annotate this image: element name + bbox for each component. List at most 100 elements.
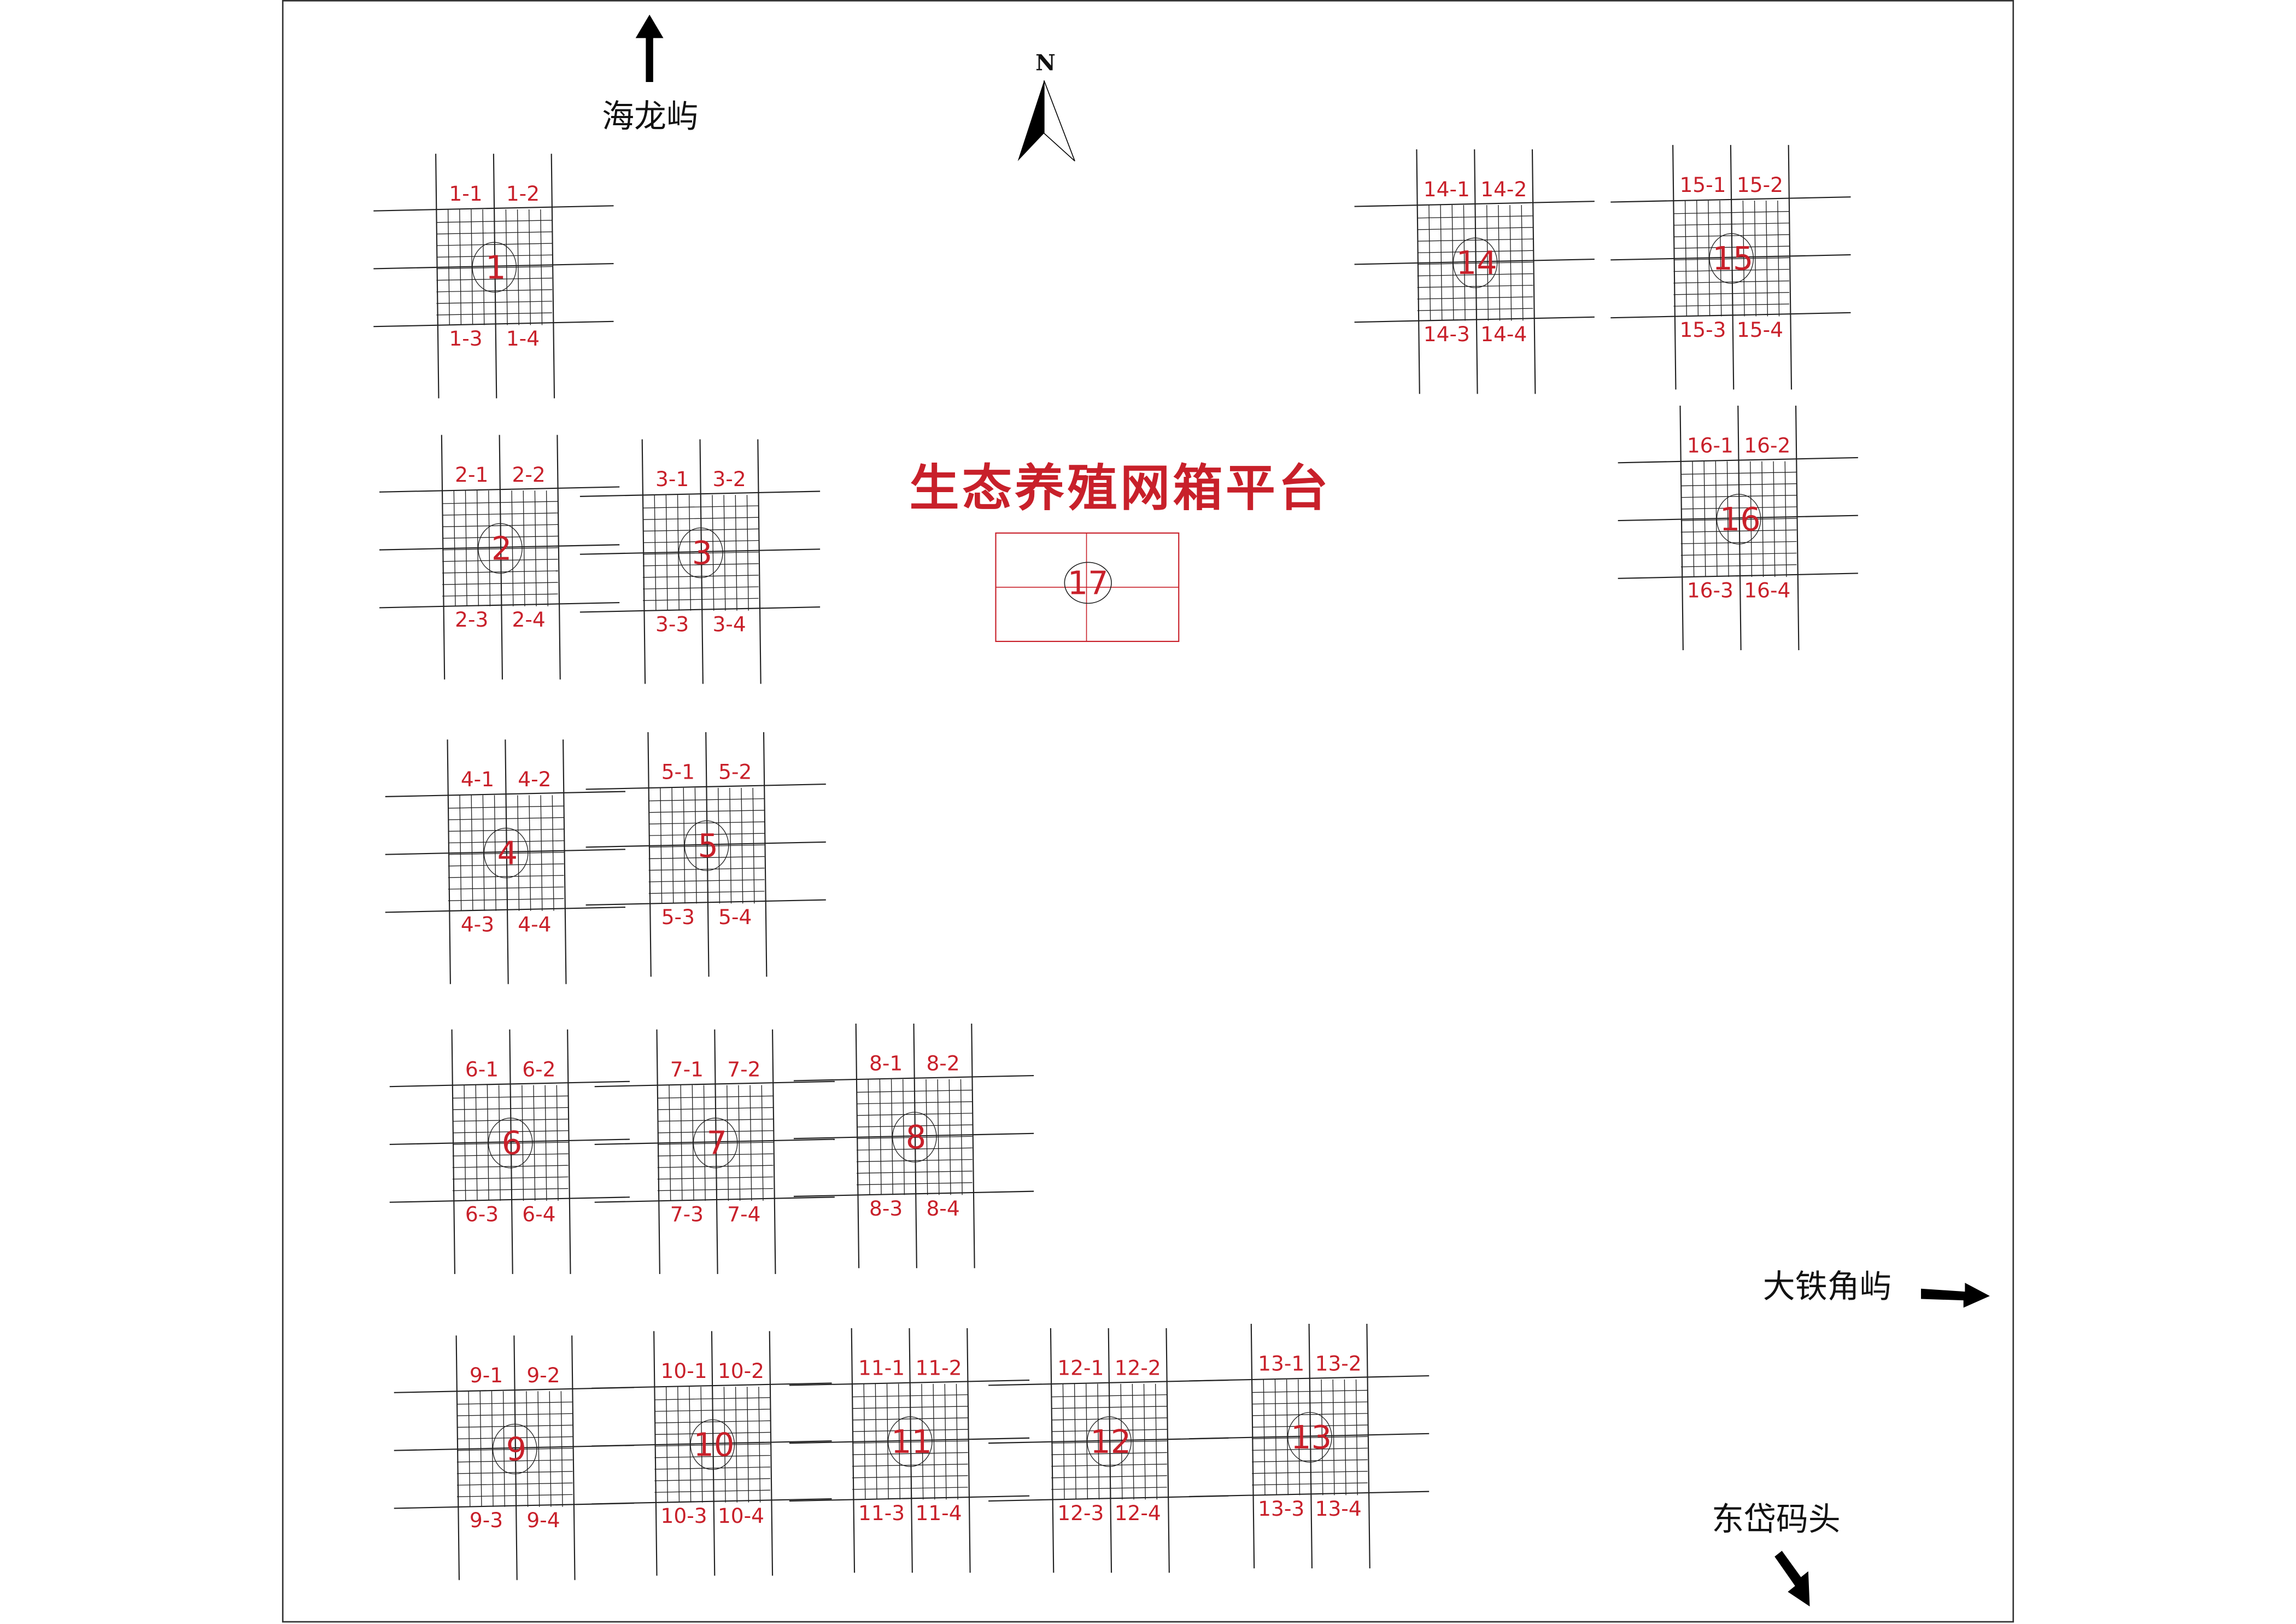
section-label: 14-4 [1480, 322, 1527, 346]
cage-center-circle [492, 1423, 537, 1475]
section-label: 5-1 [661, 760, 695, 784]
cage-11: 11 11-1 11-2 11-3 11-4 [789, 1328, 1030, 1573]
section-label: 4-4 [518, 912, 551, 936]
section-label: 15-4 [1737, 318, 1783, 342]
mooring-lines [793, 1023, 1034, 1269]
north-label: N [1035, 50, 1056, 76]
section-label: 15-3 [1679, 318, 1726, 342]
cage-number: 9 [506, 1430, 526, 1468]
arrow-up-icon [635, 14, 664, 82]
cage-number: 8 [906, 1118, 926, 1156]
section-label: 15-2 [1737, 173, 1783, 197]
cage-center-circle [690, 1419, 735, 1470]
section-label: 2-3 [455, 607, 488, 632]
section-label: 6-4 [522, 1202, 555, 1226]
section-label: 16-2 [1744, 434, 1790, 458]
section-label: 12-1 [1057, 1356, 1104, 1380]
cage-center-circle [693, 1118, 738, 1169]
cage-center-circle [887, 1416, 933, 1467]
place-top: 海龙屿 [602, 14, 699, 135]
section-label: 4-1 [461, 767, 494, 791]
section-label: 13-1 [1258, 1352, 1304, 1376]
section-label: 9-2 [526, 1363, 560, 1387]
section-label: 9-1 [470, 1363, 503, 1387]
section-label: 13-2 [1315, 1352, 1362, 1376]
section-label: 13-4 [1315, 1497, 1362, 1521]
section-label: 2-4 [512, 607, 546, 632]
mooring-lines [1610, 145, 1851, 390]
section-label: 14-2 [1480, 177, 1527, 201]
section-label: 11-4 [915, 1501, 962, 1525]
cage-center-circle [1452, 237, 1498, 288]
section-label: 5-3 [661, 905, 695, 929]
section-label: 13-3 [1258, 1497, 1304, 1521]
mooring-lines [379, 435, 620, 680]
section-label: 11-3 [858, 1501, 905, 1525]
section-label: 5-4 [718, 905, 752, 929]
section-label: 16-1 [1687, 434, 1733, 458]
drawing-border [282, 0, 2014, 1623]
section-label: 14-3 [1424, 322, 1470, 346]
section-label: 16-3 [1687, 579, 1733, 603]
page-title: 生态养殖网箱平台 [909, 459, 1331, 517]
section-label: 3-2 [712, 467, 746, 491]
mooring-lines [585, 732, 826, 977]
section-label: 12-3 [1057, 1501, 1104, 1525]
section-label: 8-1 [869, 1051, 903, 1076]
cage-center-circle [483, 827, 529, 879]
north-arrow: N [1017, 50, 1075, 162]
mooring-lines [1618, 405, 1858, 651]
cage-number: 12 [1090, 1423, 1131, 1461]
section-label: 7-1 [670, 1057, 704, 1081]
section-label: 16-4 [1744, 579, 1790, 603]
section-label: 6-3 [465, 1202, 499, 1226]
section-label: 10-1 [661, 1359, 707, 1383]
section-label: 1-3 [449, 326, 482, 350]
section-label: 8-4 [926, 1196, 959, 1220]
section-label: 1-2 [506, 182, 540, 206]
cage-number: 11 [891, 1423, 932, 1461]
cage-center-circle [478, 523, 523, 574]
mooring-lines [1354, 149, 1595, 394]
section-label: 8-3 [869, 1196, 903, 1220]
place-label-right: 大铁角屿 [1763, 1267, 1892, 1305]
cage-number: 5 [698, 827, 718, 864]
section-label: 7-4 [727, 1202, 760, 1226]
north-arrow-light-half-icon [1044, 80, 1075, 162]
section-label: 10-2 [718, 1359, 764, 1383]
section-label: 5-2 [718, 760, 752, 784]
section-label: 11-2 [915, 1356, 962, 1380]
cage-number: 1 [485, 248, 506, 286]
cage-center-circle [1709, 233, 1754, 284]
cage-center-circle [488, 1118, 533, 1169]
north-arrow-dark-half-icon [1017, 80, 1044, 161]
cage-center-circle [678, 527, 723, 579]
cage-number: 16 [1720, 500, 1761, 538]
mooring-lines [373, 154, 614, 399]
section-label: 10-4 [718, 1504, 764, 1528]
section-label: 4-3 [461, 912, 494, 936]
cage-number: 3 [692, 534, 712, 571]
cage-number: 10 [693, 1426, 734, 1463]
section-label: 11-1 [858, 1356, 905, 1380]
cage-number: 4 [497, 834, 518, 872]
mooring-lines [789, 1328, 1030, 1573]
section-label: 3-4 [712, 612, 746, 636]
cage-number: 14 [1456, 244, 1497, 282]
section-label: 3-1 [655, 467, 689, 491]
cage-center-circle [1287, 1412, 1332, 1463]
section-label: 12-2 [1115, 1356, 1161, 1380]
cage-number: 2 [491, 529, 512, 567]
